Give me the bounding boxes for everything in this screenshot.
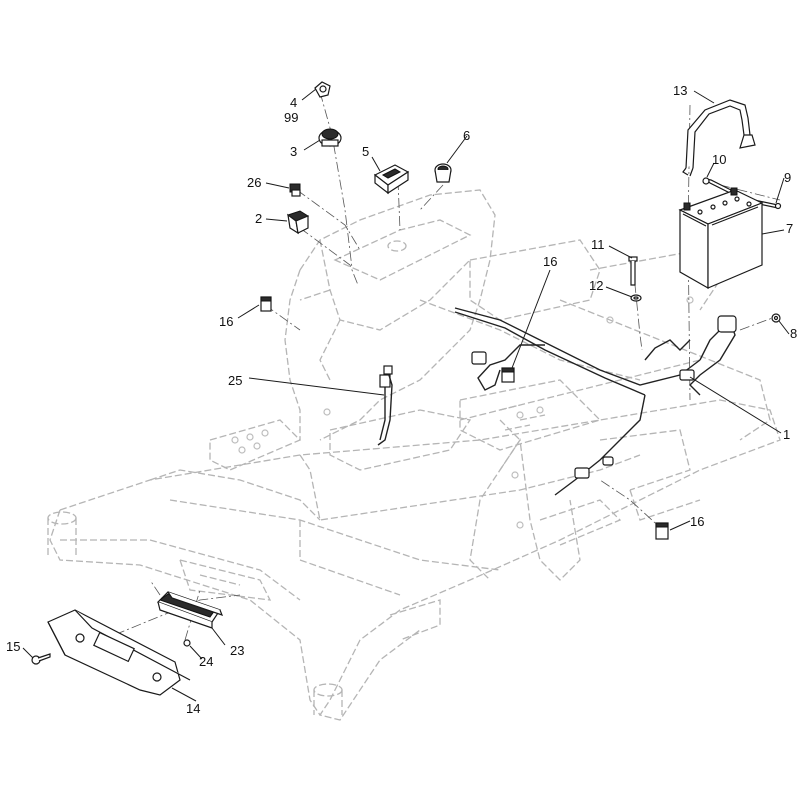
part-11-bolt (628, 256, 638, 286)
part-7-battery (678, 187, 764, 290)
callout-1: 1 (783, 427, 790, 442)
callout-12: 12 (589, 278, 603, 293)
mower-frame (47, 189, 781, 721)
part-16-relay-left (260, 296, 272, 312)
part-24-screw (183, 639, 191, 647)
part-26-switch (289, 183, 301, 197)
callout-14: 14 (186, 701, 200, 716)
callout-13: 13 (673, 83, 687, 98)
callout-2: 2 (255, 211, 262, 226)
callout-23: 23 (230, 643, 244, 658)
assembly-centerlines (64, 91, 781, 656)
callout-7: 7 (786, 221, 793, 236)
callout-4: 4 (290, 95, 297, 110)
part-12-washer (630, 294, 642, 302)
callout-26: 26 (247, 175, 261, 190)
part-4-ignition-key (314, 81, 331, 98)
part-13-battery-hold-down (682, 99, 756, 177)
part-3-ignition-switch (318, 128, 342, 147)
callout-99: 99 (284, 110, 298, 125)
callout-16-right: 16 (690, 514, 704, 529)
callout-15: 15 (6, 639, 20, 654)
callout-5: 5 (362, 144, 369, 159)
part-8-nut (771, 313, 781, 323)
callout-16-left: 16 (219, 314, 233, 329)
callout-labels: 4 99 3 5 6 26 2 16 25 16 11 12 13 10 9 7… (6, 83, 797, 716)
part-2-rocker-switch (286, 210, 310, 235)
part-14-front-bumper (47, 609, 191, 696)
callout-6: 6 (463, 128, 470, 143)
callout-25: 25 (228, 373, 242, 388)
part-16-relay-right (655, 522, 669, 540)
wiring-harness (379, 307, 737, 496)
callout-9: 9 (784, 170, 791, 185)
part-25-cable (377, 365, 393, 446)
part-6-power-socket (434, 163, 452, 183)
leader-lines (22, 88, 790, 702)
callout-11: 11 (591, 237, 605, 252)
part-5-hour-meter (373, 164, 410, 195)
callout-3: 3 (290, 144, 297, 159)
callout-24: 24 (199, 654, 213, 669)
callout-10: 10 (712, 152, 726, 167)
part-15-bolt (31, 653, 51, 665)
callout-8: 8 (790, 326, 797, 341)
part-16-relay-center (501, 367, 515, 383)
part-10-bolt (702, 177, 732, 194)
callout-16-center: 16 (543, 254, 557, 269)
part-23-headlight (156, 591, 224, 629)
